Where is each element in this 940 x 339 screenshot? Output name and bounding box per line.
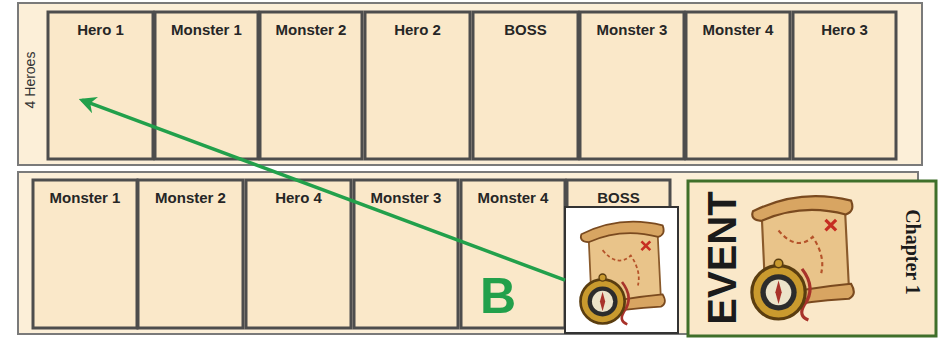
card-shape [48, 12, 153, 159]
card-title: Monster 1 [50, 189, 121, 206]
card-slot: Monster 3 [580, 12, 684, 159]
card-shape [365, 12, 470, 159]
card-shape [246, 180, 351, 328]
card-slot: Monster 2 [138, 180, 243, 328]
card-shape [354, 180, 458, 328]
card-shape [33, 180, 137, 328]
card-title: Hero 2 [394, 21, 441, 38]
card-slot: BOSS [567, 180, 670, 328]
treasure-map-icon [752, 196, 854, 320]
card-title: Monster 1 [171, 21, 242, 38]
card-shape [461, 180, 565, 328]
card-slot: Monster 1 [155, 12, 258, 159]
card-title: Monster 2 [276, 21, 347, 38]
card-slot: Monster 4 [686, 12, 790, 159]
card-title: Monster 3 [597, 21, 668, 38]
card-title: BOSS [504, 21, 547, 38]
card-title: Monster 4 [478, 189, 549, 206]
card-shape [793, 12, 896, 159]
card-title: BOSS [597, 189, 640, 206]
connector-arrow [82, 100, 565, 280]
card-slot: Hero 4 [246, 180, 351, 328]
card-slot: BOSS [473, 12, 578, 159]
card-title: Hero 3 [821, 21, 868, 38]
event-card-slot: EVENT Chapter 1 [688, 181, 936, 336]
board-row-panel: 4 Heroes Hero 1 Monster 1 Monster 2 Hero 2 BO… [18, 3, 922, 165]
card-shape [155, 12, 258, 159]
card-shape [580, 12, 684, 159]
card-title: Hero 1 [77, 21, 124, 38]
connector-label: B [480, 271, 516, 321]
card-shape [138, 180, 243, 328]
small-card-frame [565, 207, 678, 333]
card-slot: Hero 2 [365, 12, 470, 159]
card-slot: Monster 2 [260, 12, 362, 159]
card-title: Monster 4 [703, 21, 774, 38]
card-shape [260, 12, 362, 159]
connectors [82, 100, 565, 280]
card-slot: Hero 3 [793, 12, 896, 159]
card-shape [688, 181, 936, 336]
card-title: Monster 3 [371, 189, 442, 206]
card-slot: Monster 1 [33, 180, 137, 328]
card-shape [686, 12, 790, 159]
card-shape [473, 12, 578, 159]
card-slot: Monster 3 [354, 180, 458, 328]
card-title: Hero 4 [275, 189, 322, 206]
card-slot: Hero 1 [48, 12, 153, 159]
card-title: Monster 2 [155, 189, 226, 206]
panel-shape [18, 3, 922, 165]
row-label: 4 Heroes [22, 52, 38, 109]
event-title: EVENT [700, 191, 745, 324]
chapter-label: Chapter 1 [901, 209, 924, 295]
node-shapes [18, 3, 936, 336]
treasure-map-icon [580, 222, 664, 325]
